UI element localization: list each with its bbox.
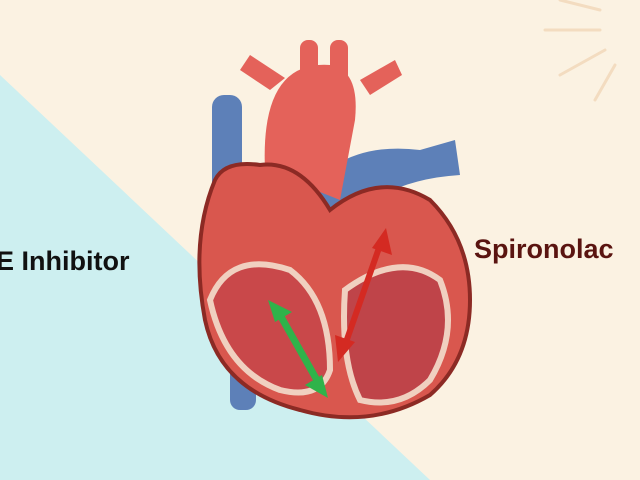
sun-rays-decoration [543, 0, 617, 102]
red-arrow-icon [335, 228, 392, 362]
green-arrow-icon [268, 300, 328, 398]
heart-chamber-left [206, 261, 334, 396]
heart-chamber-right [341, 264, 451, 406]
ace-inhibitor-label: E Inhibitor [0, 246, 130, 276]
spironolactone-label: Spironolac [474, 234, 614, 264]
aorta-vessels [240, 40, 402, 200]
